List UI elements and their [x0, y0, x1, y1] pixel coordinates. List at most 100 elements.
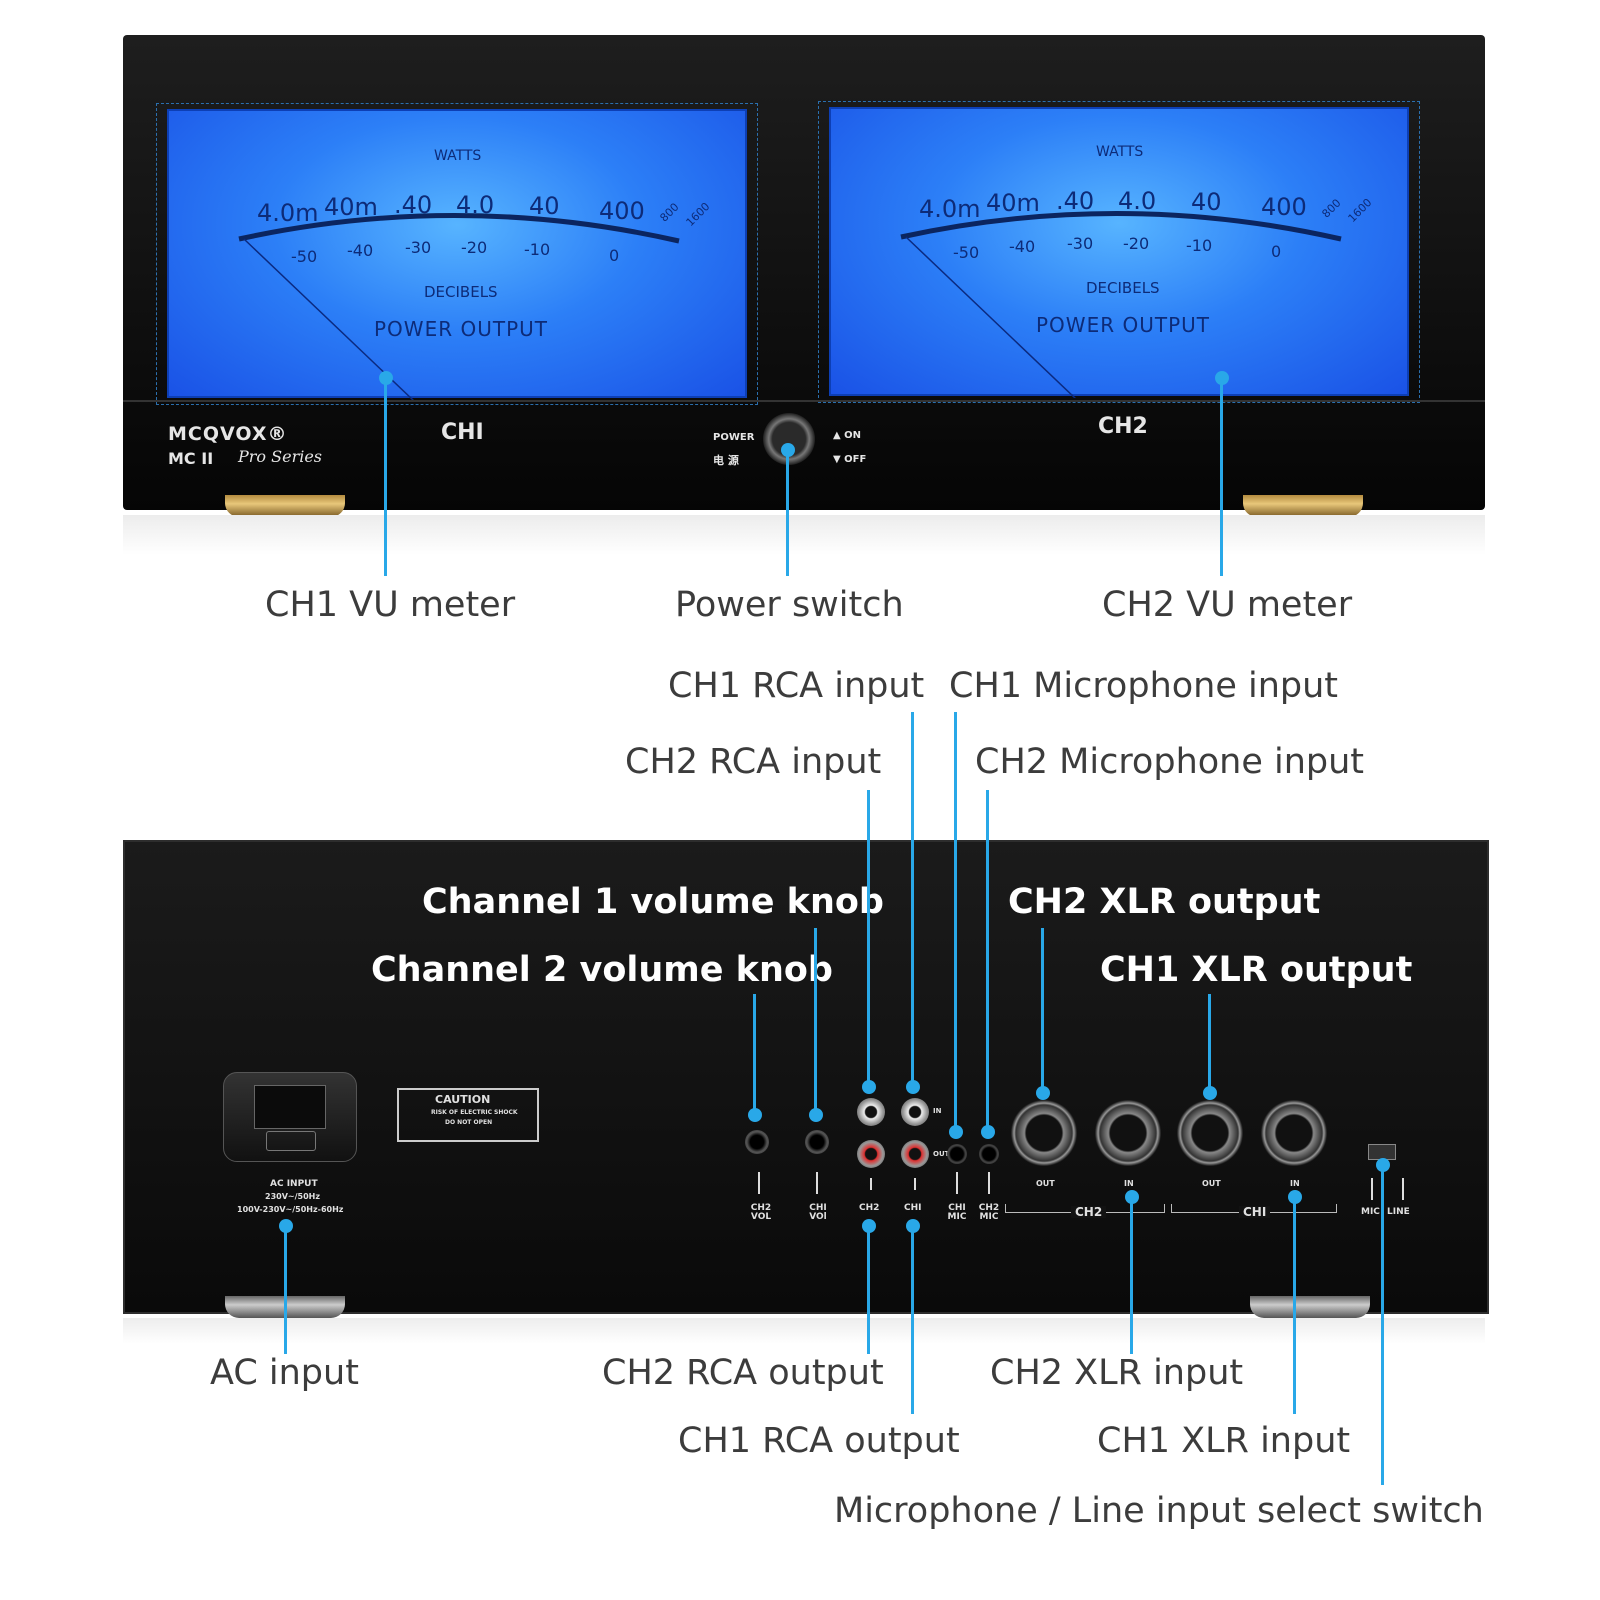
power-switch[interactable]	[763, 413, 815, 465]
ch2-power-output-label: POWER OUTPUT	[1036, 313, 1210, 337]
ch1-watts-label: WATTS	[434, 148, 482, 164]
ch2-front-label: CH2	[1098, 414, 1148, 439]
ch2-xlr-output-label: CH2 XLR output	[1008, 882, 1321, 922]
ch2-rca-output-label: CH2 RCA output	[602, 1353, 884, 1393]
ch2-meter-scale	[900, 211, 1342, 398]
ch2-db-tick: -40	[1009, 237, 1036, 256]
mic-line-switch-label: Microphone / Line input select switch	[834, 1491, 1484, 1531]
power-label-cn: 电 源	[713, 454, 739, 467]
ch1-meter-face: WATTS 4.0m 40m .40 4.0 40 400 800 1600 -…	[167, 109, 747, 400]
ch1-rca-input-line	[911, 712, 914, 1085]
ch2-rca-input-jack[interactable]	[857, 1098, 885, 1126]
ch2-mic-tick	[988, 1172, 990, 1194]
ch2-volume-knob[interactable]	[745, 1130, 769, 1154]
ch2-mic-text: CH2 MIC	[978, 1203, 1000, 1222]
ch2-xlr-in-text: IN	[1124, 1179, 1134, 1188]
ch2-db-tick: 0	[1271, 242, 1282, 261]
ch2-mic-jack[interactable]	[979, 1144, 999, 1164]
ch1-db-tick: 0	[609, 246, 620, 265]
front-foot-left	[225, 495, 345, 517]
power-label: POWER	[713, 432, 755, 443]
ch2-vol-tick	[758, 1172, 760, 1194]
ch2-xlr-output-dot	[1036, 1086, 1050, 1100]
ch1-rca-output-label: CH1 RCA output	[678, 1421, 960, 1461]
ch1-xlr-input-line	[1293, 1197, 1296, 1414]
front-reflection	[123, 515, 1485, 555]
ch2-vu-line	[1220, 378, 1223, 576]
ch1-volume-dot	[809, 1108, 823, 1122]
ch1-watt-tick: 40m	[324, 193, 378, 221]
ch2-rca-output-jack[interactable]	[857, 1140, 885, 1168]
ch2-decibels-label: DECIBELS	[1086, 279, 1160, 297]
ch1-front-label: CHI	[441, 420, 484, 445]
ch2-xlr-output[interactable]	[1011, 1100, 1077, 1166]
iec-receptacle	[254, 1085, 326, 1129]
ch1-volume-line	[814, 928, 817, 1115]
caution-sub: RISK OF ELECTRIC SHOCK	[431, 1109, 518, 1116]
ch1-rca-output-jack[interactable]	[901, 1140, 929, 1168]
ch1-rca-text: CHI	[904, 1203, 922, 1213]
ch1-rca-input-jack[interactable]	[901, 1098, 929, 1126]
ch2-mic-input-line	[986, 790, 989, 1132]
ch1-mic-input-dot	[949, 1125, 963, 1139]
ch1-mic-tick	[956, 1172, 958, 1194]
caution-title: CAUTION	[435, 1093, 491, 1106]
ch1-xlr-output-label: CH1 XLR output	[1100, 950, 1413, 990]
ch1-db-tick: -40	[347, 241, 374, 260]
ch2-volume-line	[753, 994, 756, 1115]
power-switch-label: Power switch	[675, 585, 904, 625]
ch2-watt-tick: 4.0	[1118, 187, 1157, 215]
ch2-db-tick: -10	[1186, 236, 1213, 255]
ac-input-text: AC INPUT	[270, 1179, 318, 1189]
ch2-xlr-input[interactable]	[1095, 1100, 1161, 1166]
ch2-watt-tick: .40	[1056, 187, 1095, 215]
fuse-holder	[266, 1131, 316, 1151]
ch1-xlr-output-line	[1208, 994, 1211, 1093]
ac-input-socket[interactable]	[223, 1072, 357, 1162]
ch1-db-tick: -30	[405, 238, 432, 257]
ch2-rca-input-label: CH2 RCA input	[625, 742, 882, 782]
panel-divider	[123, 400, 1485, 402]
ch1-rca-input-label: CH1 RCA input	[668, 666, 925, 706]
ch1-xlr-output[interactable]	[1177, 1100, 1243, 1166]
front-panel: WATTS 4.0m 40m .40 4.0 40 400 800 1600 -…	[123, 35, 1485, 510]
ch2-vu-label: CH2 VU meter	[1102, 585, 1353, 625]
ch2-watt-tick: 4.0m	[919, 195, 981, 223]
ch1-mic-input-line	[954, 712, 957, 1132]
ch2-group-text: CH2	[1071, 1206, 1107, 1218]
ch1-mic-jack[interactable]	[947, 1144, 967, 1164]
ch2-rca-input-line	[867, 790, 870, 1085]
ch1-volume-knob[interactable]	[805, 1130, 829, 1154]
ch1-watt-tick: 4.0m	[257, 199, 319, 227]
ch1-xlr-in-text: IN	[1290, 1179, 1300, 1188]
rear-reflection	[123, 1318, 1485, 1344]
ch1-watt-tick: .40	[394, 191, 433, 219]
ch2-xlr-out-text: OUT	[1036, 1179, 1055, 1188]
ch1-watt-tick: 400	[599, 197, 645, 225]
ch1-vu-line	[384, 378, 387, 576]
ch1-mic-text: CHI MIC	[947, 1203, 967, 1222]
ch2-mic-input-dot	[981, 1125, 995, 1139]
rca-out-text: OUT	[933, 1150, 950, 1158]
power-off-label: ▼ OFF	[833, 454, 867, 465]
ch2-volume-dot	[748, 1108, 762, 1122]
ch2-watt-tick: 400	[1261, 193, 1307, 221]
ch2-vol-text: CH2 VOL	[750, 1203, 772, 1222]
ch2-db-tick: -20	[1123, 234, 1150, 253]
ac-input-line	[284, 1226, 287, 1354]
ch1-vol-tick	[816, 1172, 818, 1194]
rca-in-text: IN	[933, 1107, 942, 1115]
rear-foot-right	[1250, 1296, 1370, 1318]
model-name: MC II	[168, 449, 214, 468]
ch2-rca-tick	[870, 1178, 872, 1190]
line-text: LINE	[1387, 1207, 1410, 1217]
ch2-db-tick: -30	[1067, 234, 1094, 253]
ch2-xlr-output-line	[1041, 928, 1044, 1093]
ch2-rca-input-dot	[862, 1080, 876, 1094]
ch2-watts-label: WATTS	[1096, 144, 1144, 160]
ch2-watt-tick: 40m	[986, 189, 1040, 217]
mic-tick	[1371, 1178, 1373, 1200]
ch1-xlr-input[interactable]	[1261, 1100, 1327, 1166]
ch1-db-tick: -50	[291, 247, 318, 266]
ch1-mic-input-label: CH1 Microphone input	[949, 666, 1339, 706]
